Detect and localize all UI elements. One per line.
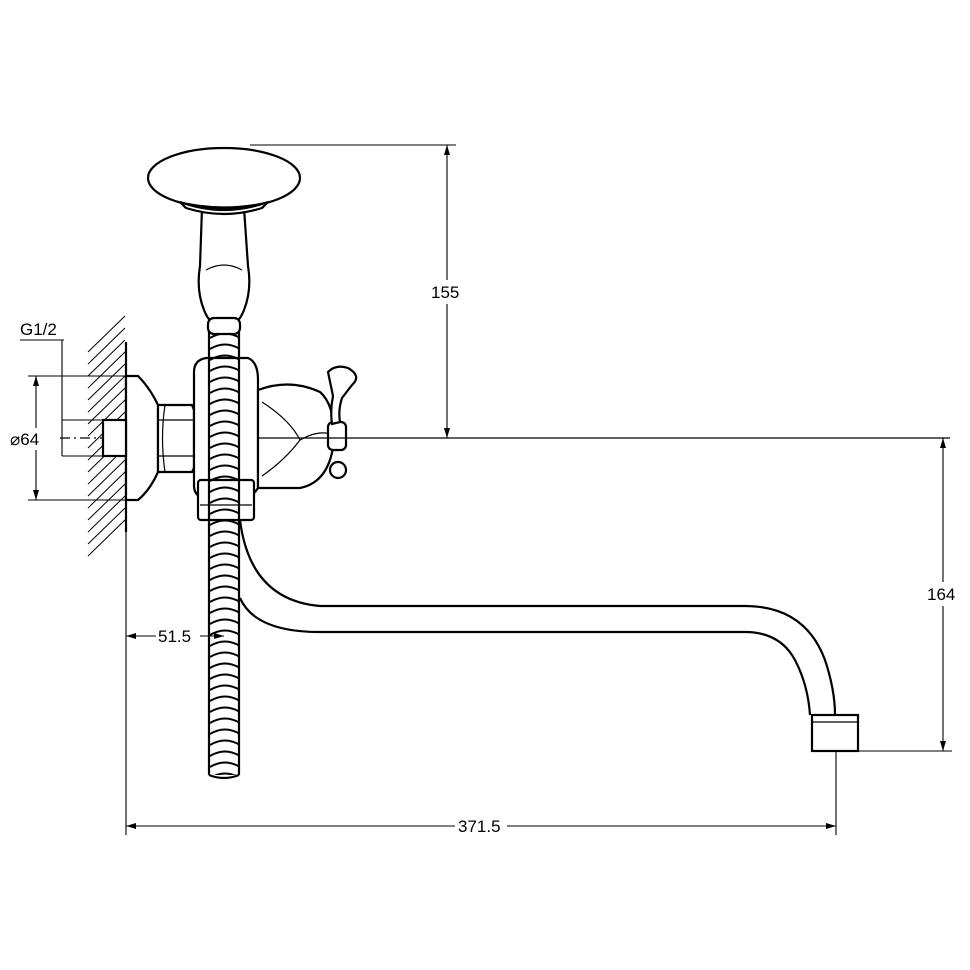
spout <box>238 519 860 753</box>
wall-hatch-line <box>87 363 126 401</box>
wall-hatch-line <box>87 471 126 509</box>
dim-label-155: 155 <box>431 283 459 302</box>
wall-flange <box>60 374 160 502</box>
dim-spout-reach: 371.5 <box>125 532 837 838</box>
hex-nut <box>156 403 196 474</box>
dim-flange-diameter: ⌀64 <box>8 375 138 501</box>
wall-hatch-line <box>87 375 126 413</box>
diverter-handle <box>256 365 358 490</box>
shower-hose <box>207 330 241 780</box>
wall-hatch-line <box>87 495 126 533</box>
dim-label-thread: G1/2 <box>20 320 57 339</box>
dim-thread: G1/2 <box>20 320 103 457</box>
dim-spout-drop: 164 <box>858 438 962 752</box>
dim-label-51-5: 51.5 <box>158 627 191 646</box>
dim-label-371-5: 371.5 <box>458 817 501 836</box>
wall-hatch-line <box>87 483 126 521</box>
dim-label-diameter: ⌀64 <box>10 430 39 449</box>
wall-hatch-line <box>87 399 126 437</box>
wall-hatch-line <box>87 459 126 497</box>
wall-hatch-line <box>87 315 126 353</box>
dim-height-above-axis: 155 <box>250 144 466 438</box>
wall-hatch-line <box>87 339 126 377</box>
shower-head <box>146 146 302 336</box>
wall-hatch-line <box>87 351 126 389</box>
wall-hatch-line <box>87 387 126 425</box>
dim-hose-offset: 51.5 <box>126 624 224 648</box>
wall-hatch-line <box>87 519 126 557</box>
wall-hatch-line <box>87 507 126 545</box>
wall-hatch-line <box>87 327 126 365</box>
dim-label-164: 164 <box>927 585 955 604</box>
